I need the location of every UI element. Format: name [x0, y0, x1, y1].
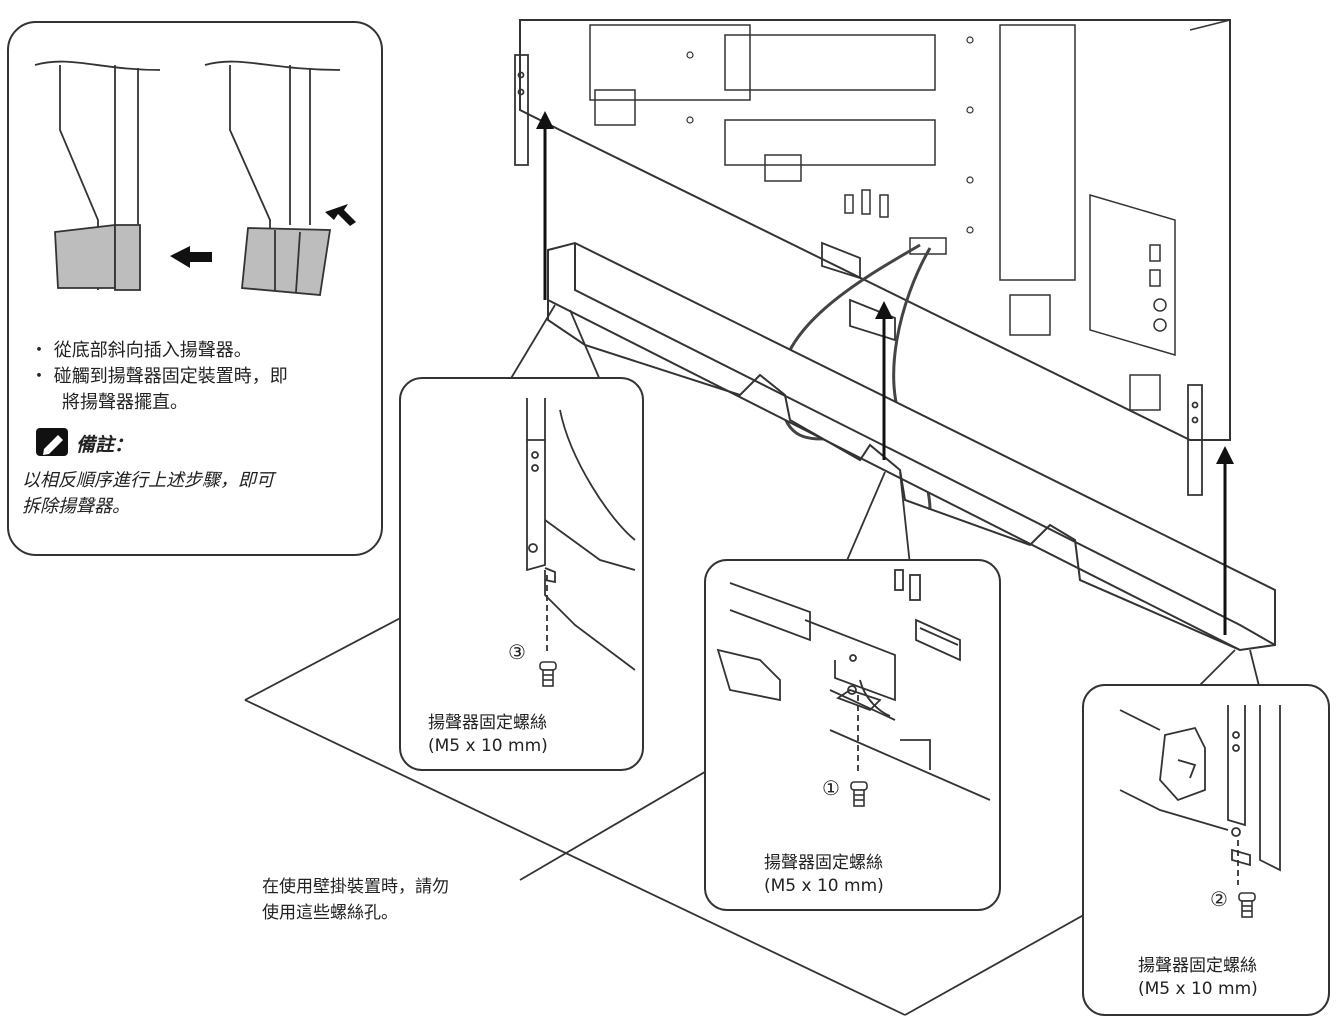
- detail-screw-1-drawing: [716, 569, 991, 801]
- warning-line-1: 在使用壁掛裝置時，請勿: [262, 877, 449, 897]
- note-line-2: 拆除揚聲器。: [22, 496, 130, 517]
- note-line-1: 以相反順序進行上述步驟，即可: [22, 470, 274, 491]
- instruction-bullet-2: ・ 碰觸到揚聲器固定裝置時，即: [30, 366, 288, 387]
- screw-3-icon: [539, 661, 557, 687]
- note-title: 備註：: [76, 434, 134, 456]
- screw-3-label: 揚聲器固定螺絲: [428, 713, 547, 733]
- screw-1-label: 揚聲器固定螺絲: [764, 853, 883, 873]
- inset-diagonal-arrow: [325, 204, 356, 226]
- right-bracket: [1187, 384, 1203, 496]
- display-back-panel: [519, 19, 1231, 441]
- speaker-bar: [547, 241, 1276, 652]
- detail-screw-2-drawing: [1119, 705, 1281, 885]
- screw-3-number: ③: [508, 640, 526, 664]
- detail-panel-screw-1: [704, 559, 1001, 911]
- instruction-bullet-2-cont: 將揚聲器擺直。: [62, 392, 188, 413]
- instruction-bullet-1: ・ 從底部斜向插入揚聲器。: [30, 340, 252, 361]
- callout-leaders: [509, 304, 1261, 691]
- left-bracket: [514, 54, 529, 166]
- screw-2-icon: [1238, 892, 1256, 918]
- screw-2-spec: (M5 x 10 mm): [1138, 979, 1258, 999]
- screw-1-number: ①: [822, 776, 840, 800]
- detail-panel-screw-2: [1082, 684, 1330, 1016]
- screw-2-label: 揚聲器固定螺絲: [1138, 956, 1257, 976]
- pencil-icon: [36, 428, 68, 456]
- screw-2-number: ②: [1210, 887, 1228, 911]
- detail-screw-3-drawing: [526, 398, 636, 671]
- warning-line-2: 使用這些螺絲孔。: [262, 903, 398, 923]
- screw-1-icon: [850, 781, 868, 807]
- inset-left-arrow: [170, 246, 212, 268]
- inset-panel-instructions: [7, 21, 383, 556]
- inset-speaker-insertion: [34, 60, 341, 296]
- screw-3-spec: (M5 x 10 mm): [428, 736, 548, 756]
- screw-1-spec: (M5 x 10 mm): [764, 876, 884, 896]
- detail-panel-screw-3: [399, 377, 644, 771]
